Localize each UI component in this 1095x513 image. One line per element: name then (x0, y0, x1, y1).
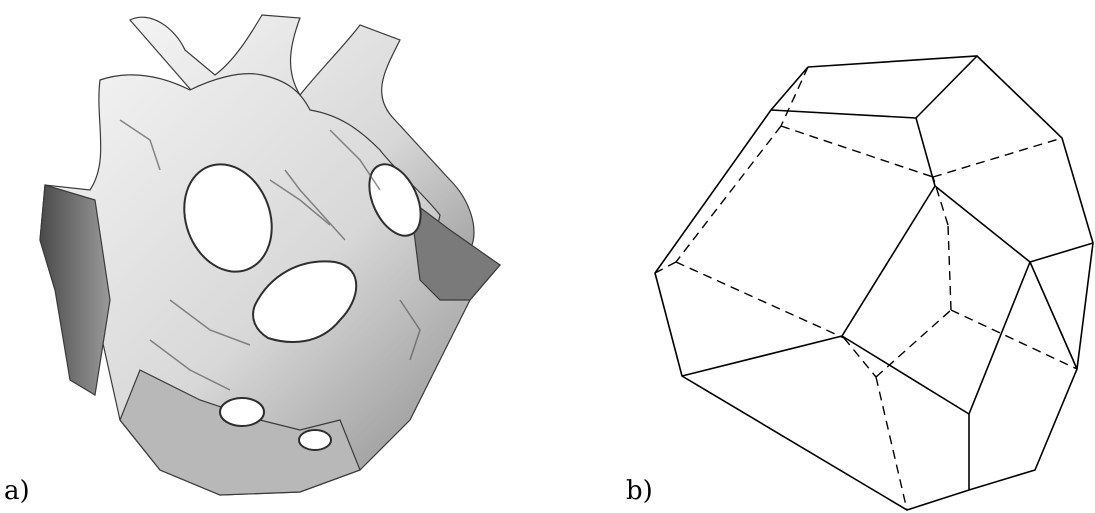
isosurface-holes (183, 163, 422, 451)
solid-edges (654, 55, 1094, 511)
polyhedron-diagram (654, 55, 1094, 511)
isosurface-shape (39, 14, 501, 496)
isosurface-figure (39, 14, 501, 496)
panel-label-b: b) (626, 476, 653, 506)
panel-label-a: a) (4, 476, 30, 506)
hidden-edges (654, 66, 1078, 511)
isosurface-shading (119, 119, 421, 391)
